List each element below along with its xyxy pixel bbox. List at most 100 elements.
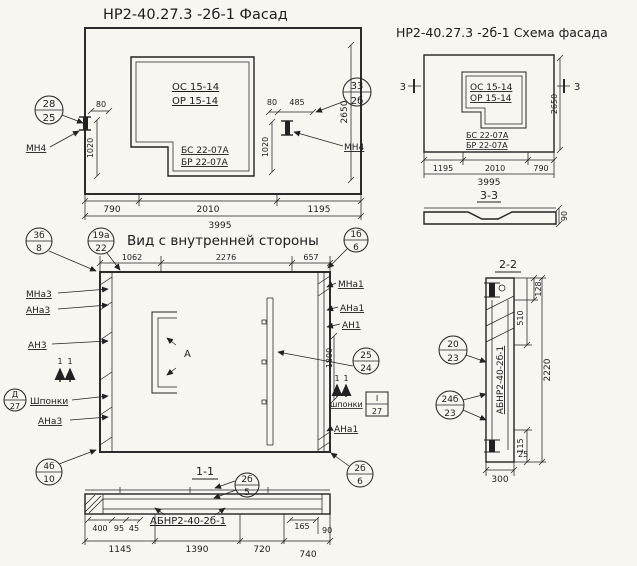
dim-label: 90: [322, 526, 332, 535]
anchor-detail: [285, 121, 290, 135]
keys-label: Шпонки: [30, 397, 68, 407]
dim-label: 720: [253, 545, 270, 555]
callout-label: 2б: [354, 464, 366, 474]
callout-label: 27: [372, 407, 382, 416]
dim-label: 80: [267, 98, 277, 107]
dim-label: 45: [129, 524, 139, 533]
schema-view: НР2-40.27.3 -2б-1 Схема фасада ОС 15-14 …: [396, 25, 608, 228]
dim-label: 1062: [122, 253, 142, 262]
callout-label: 10: [43, 475, 55, 485]
dim-label: 1390: [186, 545, 209, 555]
dim-label: 2010: [197, 205, 220, 215]
anchor-label: МН4: [26, 144, 47, 154]
anchor-label: МНа1: [338, 280, 364, 290]
section-title: 3-3: [480, 189, 498, 202]
profile-3-3: [423, 211, 557, 225]
callout-label: 28: [43, 99, 56, 110]
anchor-detail: [83, 117, 88, 130]
dim-label: 790: [103, 205, 120, 215]
callout-label: 23: [447, 354, 458, 364]
dim-label: 485: [289, 98, 304, 107]
beam-label: БР 22-07А: [181, 158, 229, 168]
beam-label: БС 22-07А: [181, 146, 229, 156]
dim-label: 2650: [340, 100, 350, 123]
dim-label: 1195: [433, 164, 453, 173]
schema-title: НР2-40.27.3 -2б-1 Схема фасада: [396, 25, 608, 40]
callout-label: 8: [36, 244, 42, 254]
cut-mark-label: 1: [334, 374, 339, 383]
callout-label: 20: [447, 340, 459, 350]
part-label: АБНР2-40-2б-1: [150, 516, 226, 527]
dim-label: 740: [299, 550, 316, 560]
schema-opening: [461, 71, 527, 129]
dim-label: 3995: [478, 178, 501, 188]
section-1-1: АБНР2-40-2б-1 400 95 45 165 90 1145 1390: [81, 487, 334, 560]
callout-label: 24б: [441, 395, 458, 405]
cut-mark-label: 1: [67, 357, 72, 366]
opening-label: ОС 15-14: [172, 82, 219, 93]
callout-label: 27: [10, 402, 20, 411]
channel-detail: [151, 311, 177, 394]
dim-label: 790: [533, 164, 548, 173]
column-profile: [485, 277, 515, 463]
anchor-label: АНа3: [38, 417, 62, 427]
cut-mark-label: 1: [57, 357, 62, 366]
dim-label: 165: [294, 522, 309, 531]
callout-label: 6: [353, 243, 359, 253]
cut-mark-label: 1: [343, 374, 348, 383]
callout-label: 2б: [351, 96, 364, 107]
callout-label: 3б: [33, 231, 45, 241]
facade-view: НР2-40.27.3 -2б-1 Фасад ОС 15-14 ОР 15-1…: [26, 7, 372, 231]
anchor-label: МНа3: [26, 290, 52, 300]
dim-label: 1145: [109, 545, 132, 555]
inner-panel-outline: [99, 271, 331, 453]
dim-label: 1020: [86, 138, 95, 158]
dim-label: 128: [534, 281, 543, 296]
dim-label: 510: [516, 310, 525, 325]
dim-label: 3995: [209, 221, 232, 231]
callout-label: 19а: [93, 231, 110, 241]
dim-label: 400: [92, 524, 107, 533]
cut-mark-label: 3: [400, 82, 406, 93]
callout-label: 33: [351, 81, 364, 92]
dim-label: 2010: [485, 164, 505, 173]
dim-label: 115: [516, 438, 525, 453]
anchor-label: АНа3: [26, 306, 50, 316]
dim-label: 1020: [261, 137, 270, 157]
dim-label: 90: [560, 211, 569, 221]
callout-label: 25: [43, 113, 56, 124]
opening-label: ОР 15-14: [470, 94, 512, 104]
anchor-label: АНа1: [334, 425, 358, 435]
dim-label: 300: [491, 475, 508, 485]
section-2-2: 2-2 АБНР2-40-2б-1 128 510 2220 115: [435, 258, 553, 485]
dim-label: 95: [114, 524, 124, 533]
callout-label: 4б: [43, 462, 55, 472]
anchor-label: АН1: [342, 321, 361, 331]
callout-label: 23: [444, 409, 455, 419]
anchor-detail: [489, 440, 495, 452]
schema-panel-outline: [423, 54, 555, 153]
callout-label: 25: [360, 351, 371, 361]
opening-label: ОР 15-14: [172, 96, 218, 107]
facade-title: НР2-40.27.3 -2б-1 Фасад: [103, 7, 288, 23]
cut-mark-label: 3: [574, 82, 580, 93]
dim-label: 80: [96, 100, 106, 109]
opening-label: ОС 15-14: [470, 83, 513, 93]
dim-label: 2276: [216, 253, 236, 262]
callout-label: 6: [357, 477, 363, 487]
inner-view: Вид с внутренней стороны 3б 8 19а 22 1б …: [3, 227, 389, 499]
callout-label: Д: [12, 390, 18, 399]
dim-label: 1800: [325, 348, 334, 368]
callout-label: 5: [244, 488, 250, 498]
dim-label: 1195: [308, 205, 331, 215]
view-mark-label: А: [184, 349, 191, 360]
dim-label: 657: [303, 253, 318, 262]
callout-label: 24: [360, 364, 372, 374]
anchor-detail: [489, 283, 495, 297]
inner-title: Вид с внутренней стороны: [127, 233, 319, 249]
callout-label: I: [376, 394, 378, 403]
section-title: 1-1: [196, 465, 214, 478]
part-label: АБНР2-40-2б-1: [496, 346, 506, 414]
keys-label: шпонки: [330, 400, 363, 409]
